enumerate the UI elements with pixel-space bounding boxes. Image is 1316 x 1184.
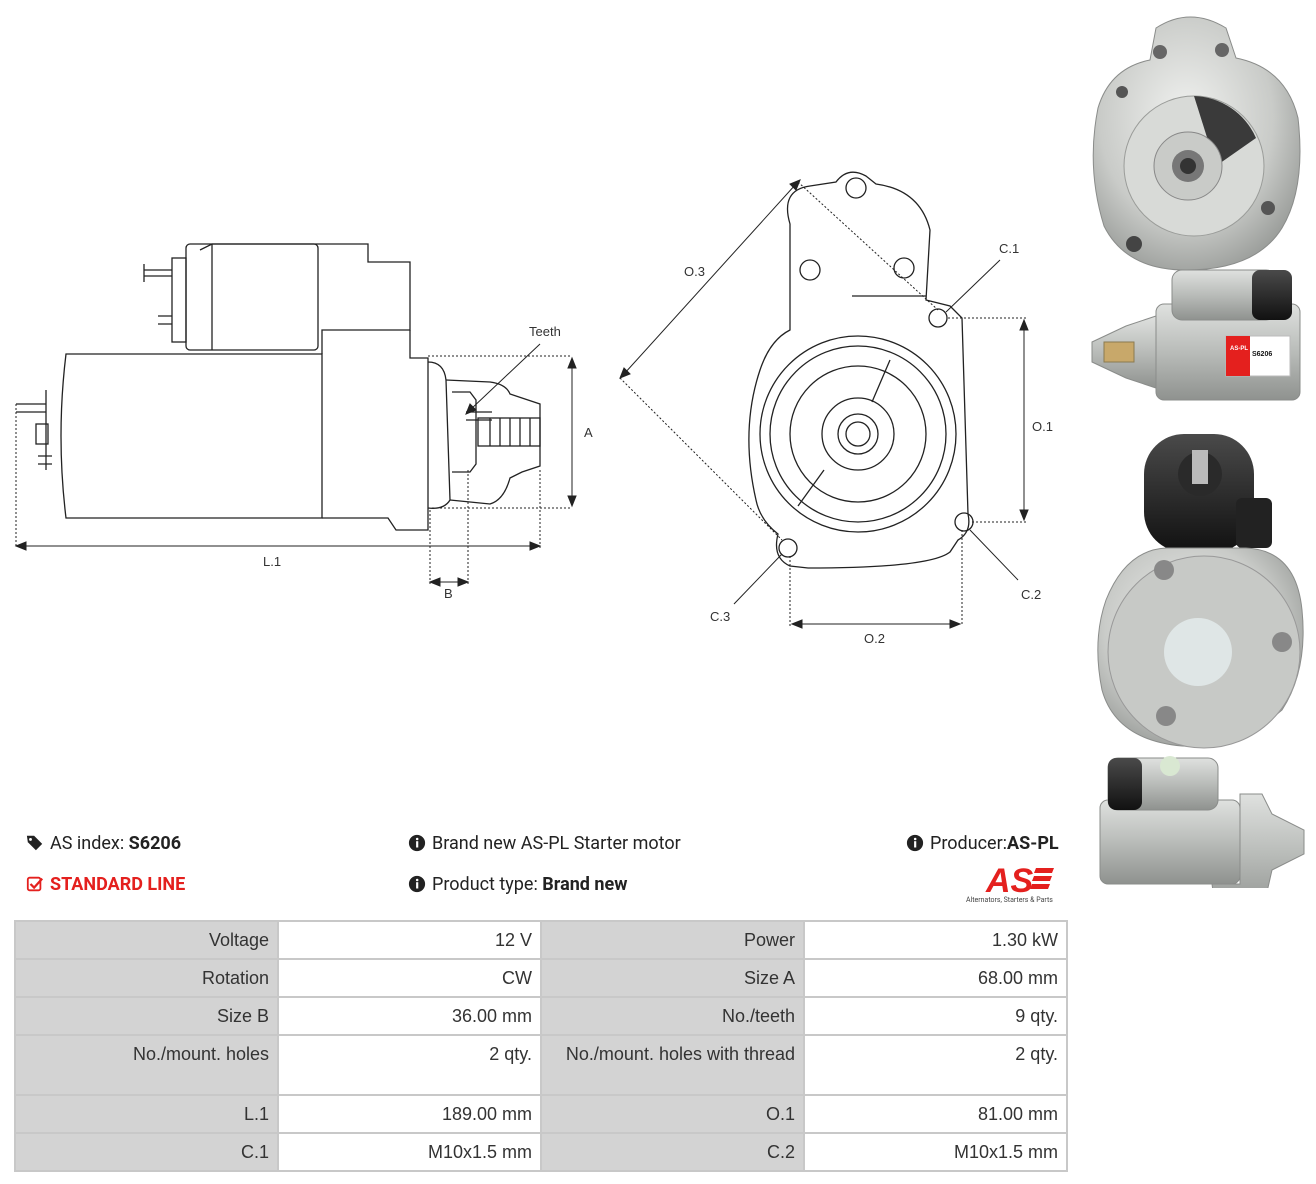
hole-c3 — [778, 538, 798, 558]
spec-value: 189.00 mm — [277, 1094, 542, 1134]
product-type-value: Brand new — [542, 874, 628, 895]
photo-label-index: S6206 — [1252, 351, 1272, 358]
motor-body — [60, 353, 323, 519]
spec-key: Rotation — [13, 958, 280, 998]
label-c2: C.2 — [1021, 587, 1041, 602]
standard-line-text: STANDARD LINE — [50, 874, 186, 895]
table-row: No./mount. holes 2 qty. No./mount. holes… — [13, 1034, 1068, 1096]
label-a: A — [584, 425, 593, 440]
spec-table: Voltage 12 V Power 1.30 kW Rotation CW S… — [13, 920, 1068, 1172]
label-b: B — [444, 586, 453, 601]
logo-text: AS — [985, 862, 1034, 896]
producer-value: AS-PL — [1007, 833, 1059, 854]
spec-key: No./teeth — [539, 996, 806, 1036]
table-row: Rotation CW Size A 68.00 mm — [13, 958, 1068, 998]
spec-key: Size A — [539, 958, 806, 998]
as-index-label: AS index: — [50, 833, 125, 854]
table-row: C.1 M10x1.5 mm C.2 M10x1.5 mm — [13, 1132, 1068, 1172]
spec-value: 81.00 mm — [803, 1094, 1068, 1134]
product-type: Product type: Brand new — [408, 874, 627, 895]
label-c1: C.1 — [999, 241, 1019, 256]
as-index-value: S6206 — [128, 833, 182, 854]
spec-key: L.1 — [13, 1094, 280, 1134]
photo-back-side — [1099, 756, 1305, 888]
drive-housing — [427, 361, 451, 509]
technical-drawing: Teeth A L.1 B O.3 — [14, 171, 1053, 646]
as-pl-logo: AS — [985, 862, 1054, 896]
description-text: Brand new AS-PL Starter motor — [432, 833, 681, 854]
table-row: Voltage 12 V Power 1.30 kW — [13, 920, 1068, 960]
label-o3: O.3 — [684, 264, 705, 279]
hole-c1 — [928, 308, 948, 328]
spec-key: No./mount. holes — [13, 1034, 280, 1096]
product-photos: S6206 AS-PL — [1091, 16, 1305, 888]
product-type-label: Product type: — [432, 874, 538, 895]
checkbox-checked-icon — [26, 876, 44, 892]
pinion — [477, 417, 541, 447]
logo-tagline: Alternators, Starters & Parts — [966, 896, 1053, 904]
spec-value: 12 V — [277, 920, 542, 960]
spec-key: Size B — [13, 996, 280, 1036]
description: Brand new AS-PL Starter motor — [408, 833, 681, 854]
label-c3: C.3 — [710, 609, 730, 624]
spec-value: 2 qty. — [803, 1034, 1068, 1096]
spec-key: C.2 — [539, 1132, 806, 1172]
spec-key: O.1 — [539, 1094, 806, 1134]
spec-value: 68.00 mm — [803, 958, 1068, 998]
spec-value: M10x1.5 mm — [277, 1132, 542, 1172]
label-o2: O.2 — [864, 631, 885, 646]
spec-key: Power — [539, 920, 806, 960]
spec-value: 1.30 kW — [803, 920, 1068, 960]
spec-key: Voltage — [13, 920, 280, 960]
photo-label-brand: AS-PL — [1230, 346, 1248, 352]
photo-front — [1092, 16, 1301, 271]
table-row: Size B 36.00 mm No./teeth 9 qty. — [13, 996, 1068, 1036]
front-flange — [748, 171, 970, 569]
as-index: AS index: S6206 — [26, 833, 181, 854]
spec-key: C.1 — [13, 1132, 280, 1172]
table-row: L.1 189.00 mm O.1 81.00 mm — [13, 1094, 1068, 1134]
info-icon — [408, 834, 426, 852]
spec-value: 9 qty. — [803, 996, 1068, 1036]
spec-value: 2 qty. — [277, 1034, 542, 1096]
spec-value: 36.00 mm — [277, 996, 542, 1036]
tags-icon — [26, 835, 43, 851]
spec-value: CW — [277, 958, 542, 998]
info-icon — [408, 875, 426, 893]
solenoid — [185, 243, 319, 351]
info-icon — [906, 834, 924, 852]
spec-key: No./mount. holes with thread — [539, 1034, 806, 1096]
label-teeth: Teeth — [529, 324, 561, 339]
photo-side: S6206 AS-PL — [1091, 269, 1301, 401]
producer: Producer:AS-PL — [906, 833, 1059, 854]
hole-c2 — [954, 512, 974, 532]
standard-line-badge: STANDARD LINE — [26, 874, 185, 895]
spec-value: M10x1.5 mm — [803, 1132, 1068, 1172]
label-l1: L.1 — [263, 554, 281, 569]
photo-rear — [1097, 434, 1304, 749]
label-o1: O.1 — [1032, 419, 1053, 434]
producer-label: Producer: — [930, 833, 1008, 854]
